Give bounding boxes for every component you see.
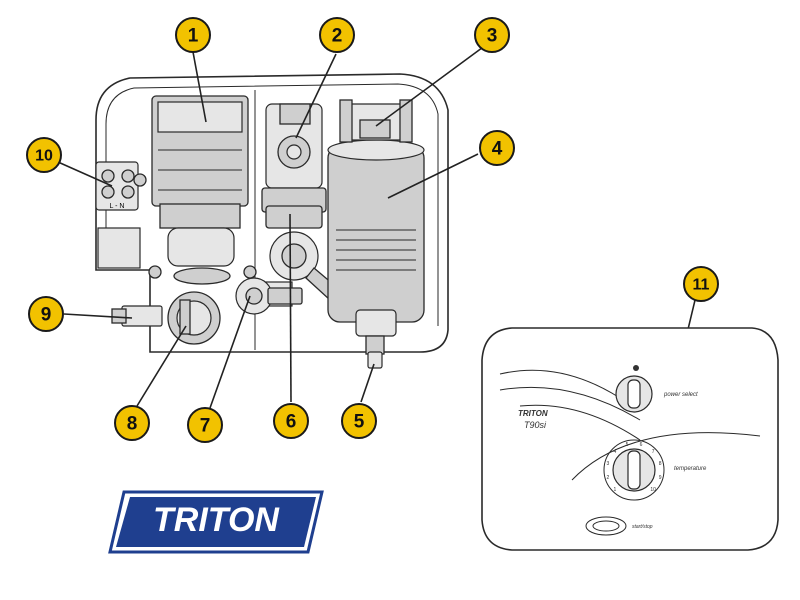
start-stop-label: start/stop	[632, 524, 653, 530]
pump-motor	[148, 95, 257, 285]
callout-5-label: 5	[354, 412, 365, 433]
dial-mark-10: 10	[650, 487, 656, 493]
thermal-cutout	[339, 99, 413, 143]
callout-2-label: 2	[332, 26, 343, 47]
panel-brand: TRITON	[518, 409, 548, 418]
dial-mark-2: 2	[607, 475, 610, 481]
callout-10-label: 10	[35, 148, 53, 165]
panel-model: T90si	[524, 420, 547, 430]
callout-9: 9	[28, 296, 64, 332]
callout-6-label: 6	[286, 412, 297, 433]
leader-lines	[57, 41, 697, 409]
callout-10: 10	[26, 137, 62, 173]
start-stop-button[interactable]	[585, 516, 627, 536]
flow-valve	[235, 277, 303, 315]
valve-assembly	[261, 103, 327, 213]
dial-mark-3: 3	[607, 461, 610, 467]
callout-9-label: 9	[41, 305, 52, 326]
callout-11: 11	[683, 266, 719, 302]
callout-2: 2	[319, 17, 355, 53]
terminal-block: L - N	[95, 161, 147, 211]
dial-mark-9: 9	[659, 475, 662, 481]
power-select-label: power select	[663, 392, 698, 398]
dial-mark-8: 8	[659, 461, 662, 467]
callout-1-label: 1	[188, 26, 199, 47]
callout-1: 1	[175, 17, 211, 53]
callout-4: 4	[479, 130, 515, 166]
triton-logo: TRITON	[108, 490, 324, 554]
callout-8: 8	[114, 405, 150, 441]
dial-mark-6: 6	[640, 442, 643, 448]
callout-11-label: 11	[693, 277, 710, 294]
callout-7-label: 7	[200, 416, 211, 437]
heater-tank	[327, 139, 425, 337]
terminal-label: L - N	[110, 203, 125, 210]
dial-mark-4: 4	[614, 449, 617, 455]
callout-4-label: 4	[492, 139, 503, 160]
front-cover: power select TRITON T90si temperature st…	[481, 327, 779, 551]
callout-5: 5	[341, 403, 377, 439]
outlet-nozzle	[365, 335, 385, 369]
pump-inlet	[167, 291, 221, 345]
callout-7: 7	[187, 407, 223, 443]
dial-mark-7: 7	[652, 449, 655, 455]
logo-text: TRITON	[153, 501, 280, 539]
dial-mark-1: 1	[614, 487, 617, 493]
callout-3-label: 3	[487, 26, 498, 47]
callout-3: 3	[474, 17, 510, 53]
dial-mark-5: 5	[626, 442, 629, 448]
callout-8-label: 8	[127, 414, 138, 435]
callout-6: 6	[273, 403, 309, 439]
temperature-label: temperature	[674, 466, 707, 472]
water-inlet	[111, 305, 163, 327]
